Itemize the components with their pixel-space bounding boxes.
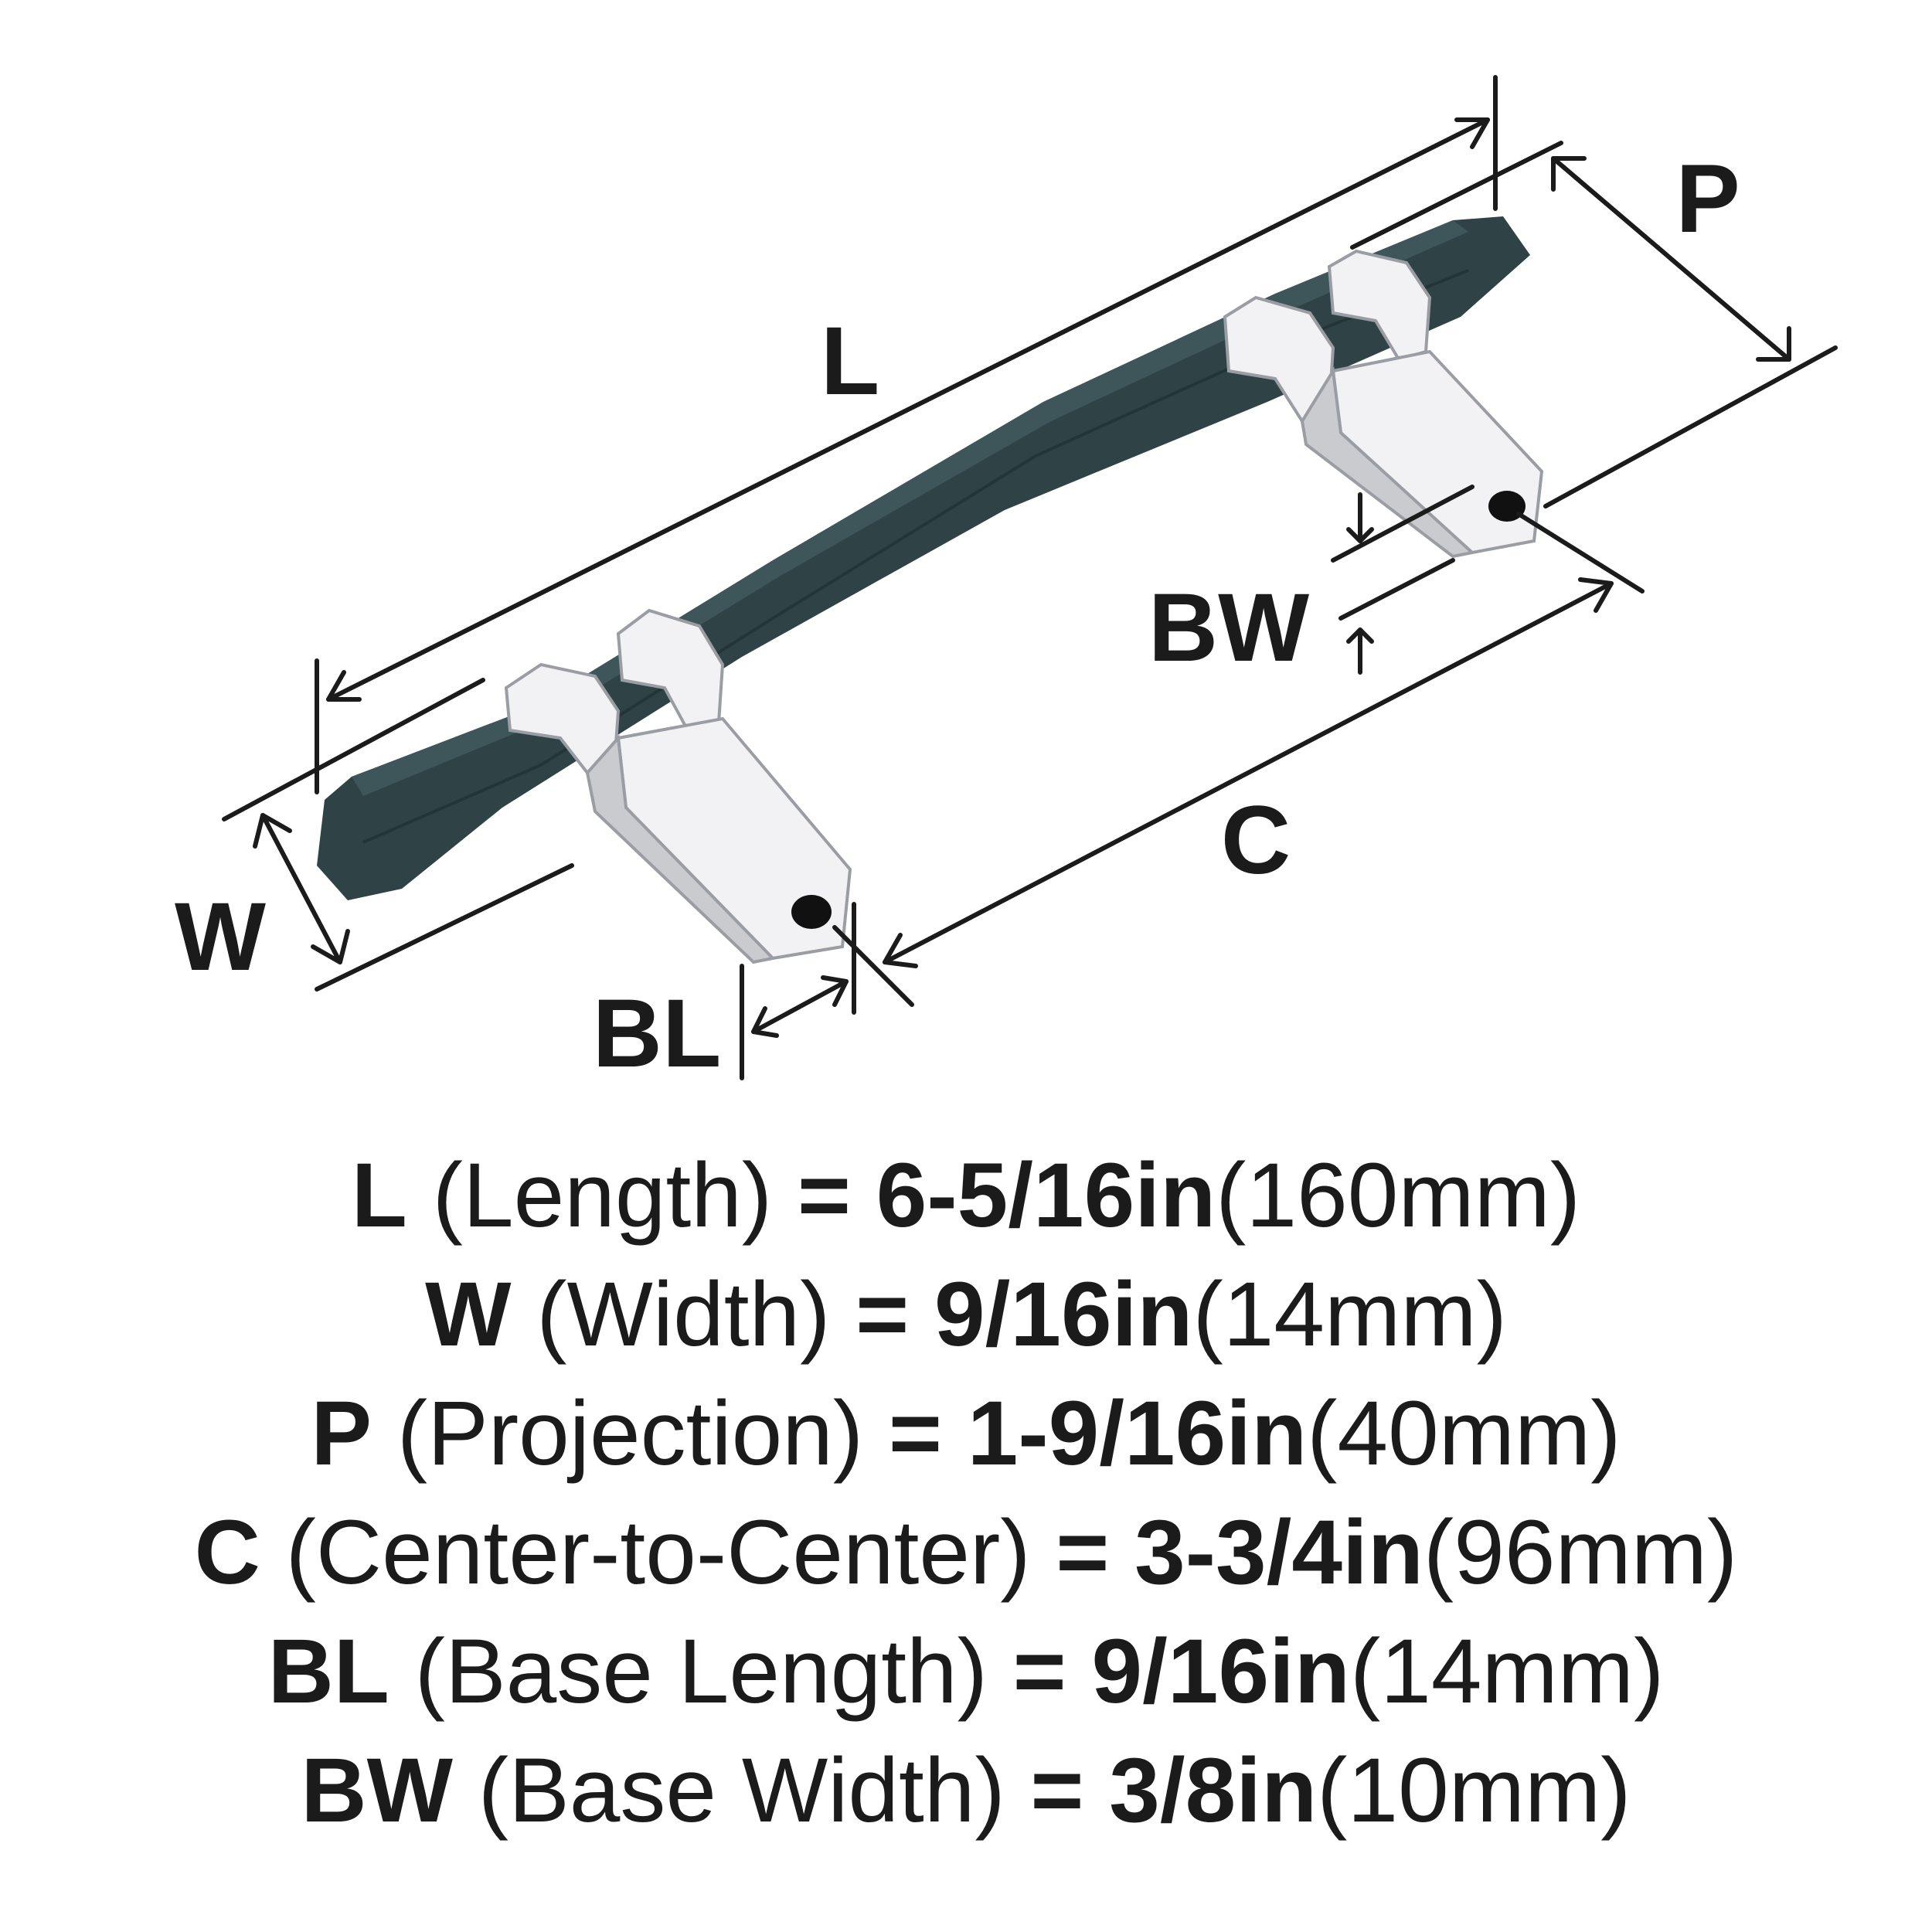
spec-metric: (40mm) bbox=[1307, 1383, 1621, 1485]
spec-row-projection: P (Projection) = 1-9/16in(40mm) bbox=[0, 1374, 1932, 1493]
dimension-base-length: BL bbox=[593, 902, 914, 1087]
dimension-center-to-center: C bbox=[883, 512, 1645, 968]
callout-projection: P bbox=[1675, 145, 1740, 253]
callout-center-to-center: C bbox=[1221, 787, 1291, 894]
spec-code: W bbox=[425, 1264, 512, 1366]
spec-list: L (Length) = 6-5/16in(160mm) W (Width) =… bbox=[0, 1136, 1932, 1850]
spec-label: (Base Length) bbox=[414, 1621, 988, 1723]
left-screw-hole bbox=[791, 895, 832, 929]
right-base-post bbox=[1223, 249, 1544, 559]
dimension-projection: P bbox=[1543, 145, 1838, 509]
bar-body bbox=[317, 216, 1530, 900]
spec-label: (Base Width) bbox=[478, 1740, 1005, 1842]
spec-imperial: 9/16in bbox=[1091, 1621, 1350, 1723]
spec-code: C bbox=[194, 1502, 260, 1604]
spec-code: BL bbox=[267, 1621, 389, 1723]
spec-row-width: W (Width) = 9/16in(14mm) bbox=[0, 1255, 1932, 1374]
dimension-width: W bbox=[175, 813, 574, 992]
spec-row-base-length: BL (Base Length) = 9/16in(14mm) bbox=[0, 1612, 1932, 1731]
spec-row-base-width: BW (Base Width) = 3/8in(10mm) bbox=[0, 1731, 1932, 1850]
callout-base-length: BL bbox=[593, 980, 722, 1087]
spec-label: (Projection) bbox=[396, 1383, 864, 1485]
handle-bar bbox=[317, 216, 1530, 900]
spec-imperial: 6-5/16in bbox=[876, 1145, 1216, 1247]
spec-equals: = bbox=[797, 1145, 851, 1247]
spec-metric: (14mm) bbox=[1349, 1621, 1665, 1723]
spec-label: (Center-to-Center) bbox=[285, 1502, 1031, 1604]
left-base-post bbox=[504, 608, 852, 964]
dimension-length: L bbox=[222, 75, 1563, 821]
spec-metric: (160mm) bbox=[1216, 1145, 1581, 1247]
spec-imperial: 1-9/16in bbox=[967, 1383, 1308, 1485]
left-post-side bbox=[585, 734, 777, 964]
spec-label: (Width) bbox=[536, 1264, 831, 1366]
spec-equals: = bbox=[889, 1383, 942, 1485]
spec-code: BW bbox=[301, 1740, 453, 1842]
spec-metric: (96mm) bbox=[1423, 1502, 1738, 1604]
spec-equals: = bbox=[1056, 1502, 1110, 1604]
callout-length: L bbox=[821, 308, 879, 415]
spec-label: (Length) bbox=[432, 1145, 773, 1247]
right-post-side bbox=[1300, 366, 1476, 559]
spec-equals: = bbox=[1030, 1740, 1084, 1842]
spec-row-center-to-center: C (Center-to-Center) = 3-3/4in(96mm) bbox=[0, 1493, 1932, 1612]
spec-equals: = bbox=[855, 1264, 910, 1366]
spec-imperial: 3-3/4in bbox=[1134, 1502, 1423, 1604]
spec-row-length: L (Length) = 6-5/16in(160mm) bbox=[0, 1136, 1932, 1255]
pull-handle-diagram: L P W BL C bbox=[175, 75, 1838, 1087]
spec-code: L bbox=[351, 1145, 407, 1247]
spec-code: P bbox=[311, 1383, 372, 1485]
spec-imperial: 3/8in bbox=[1109, 1740, 1318, 1842]
spec-metric: (10mm) bbox=[1317, 1740, 1631, 1842]
callout-width: W bbox=[175, 883, 266, 991]
spec-imperial: 9/16in bbox=[934, 1264, 1193, 1366]
spec-equals: = bbox=[1012, 1621, 1066, 1723]
spec-metric: (14mm) bbox=[1192, 1264, 1507, 1366]
callout-base-width: BW bbox=[1148, 574, 1309, 682]
dimension-base-width: BW bbox=[1148, 485, 1475, 682]
